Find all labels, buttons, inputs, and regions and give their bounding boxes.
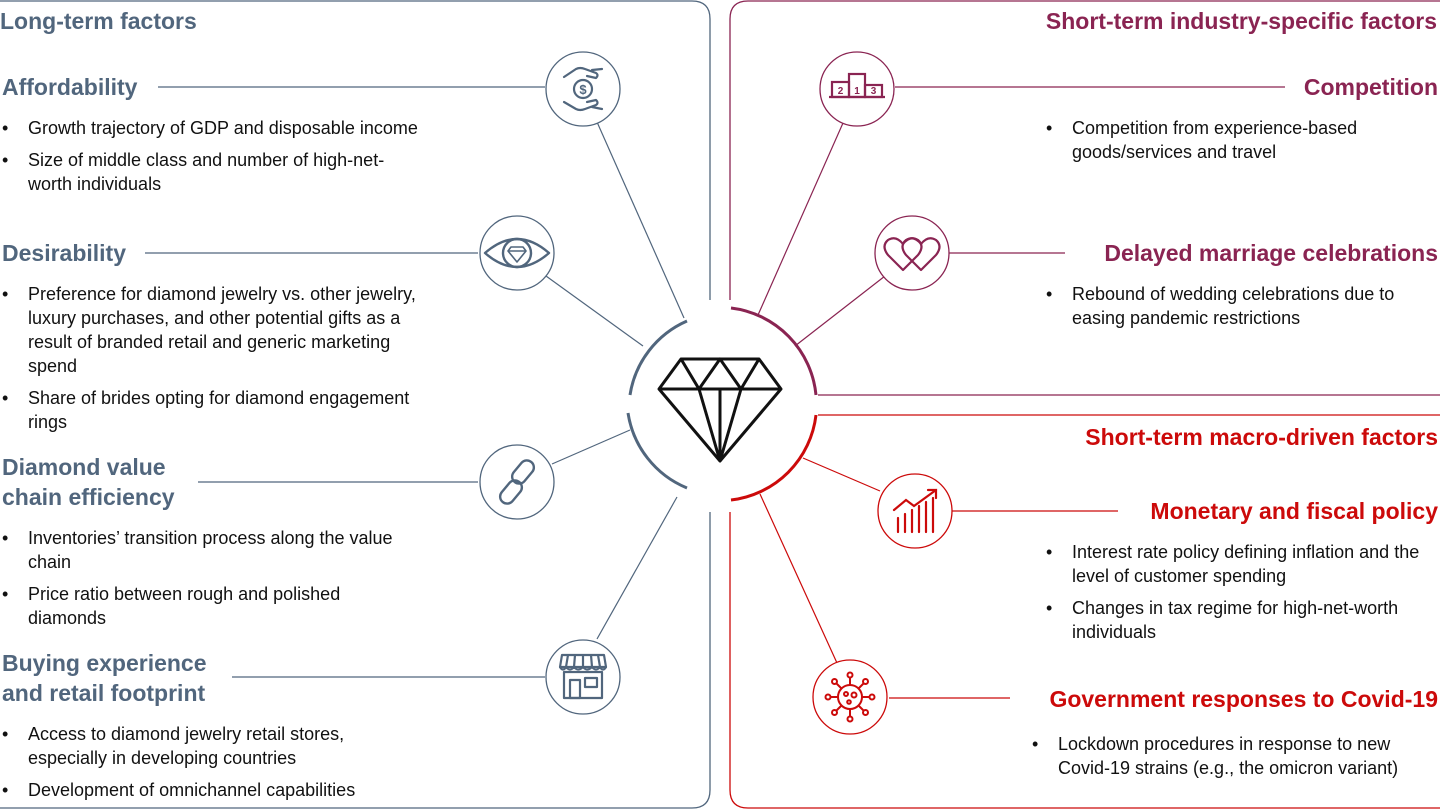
list-item: Interest rate policy defining inflation … <box>1044 540 1440 588</box>
value-chain-bullets: Inventories’ transition process along th… <box>0 526 400 638</box>
competition-heading: Competition <box>1303 74 1438 100</box>
affordability-bullets: Growth trajectory of GDP and disposable … <box>0 116 420 204</box>
value-chain-heading: Diamond value chain efficiency <box>2 454 175 510</box>
eye-diamond-icon <box>479 215 555 291</box>
chain-link-icon <box>479 444 555 520</box>
covid-response-heading: Government responses to Covid-19 <box>1049 686 1438 712</box>
short-industry-title: Short-term industry-specific factors <box>1045 8 1437 34</box>
monetary-policy-bullets: Interest rate policy defining inflation … <box>1044 540 1440 652</box>
list-item: Share of brides opting for diamond engag… <box>0 386 440 434</box>
hub-arc-left <box>628 319 688 396</box>
short-industry-panel-border <box>729 0 1440 396</box>
short-macro-panel-border <box>729 414 1440 809</box>
buying-experience-heading: Buying experience and retail footprint <box>2 650 207 706</box>
hub-arc-right-top <box>730 306 818 396</box>
list-item: Price ratio between rough and polished d… <box>0 582 400 630</box>
list-item: Size of middle class and number of high-… <box>0 148 420 196</box>
virus-icon <box>812 659 888 735</box>
hub-arc-right-bottom <box>730 414 818 502</box>
monetary-policy-heading: Monetary and fiscal policy <box>1150 498 1438 524</box>
hand-coin-icon: $ <box>545 51 621 127</box>
affordability-heading: Affordability <box>2 74 138 100</box>
diamond-icon <box>657 357 783 463</box>
list-item: Preference for diamond jewelry vs. other… <box>0 282 440 378</box>
long-term-title: Long-term factors <box>0 8 197 34</box>
covid-response-bullets: Lockdown procedures in response to new C… <box>1030 732 1420 788</box>
list-item: Access to diamond jewelry retail stores,… <box>0 722 400 770</box>
list-item: Rebound of wedding celebrations due to e… <box>1044 282 1424 330</box>
podium-label-second: 2 <box>838 86 844 97</box>
podium-label-third: 3 <box>871 86 877 97</box>
delayed-marriage-bullets: Rebound of wedding celebrations due to e… <box>1044 282 1424 338</box>
list-item: Development of omnichannel capabilities <box>0 778 400 802</box>
podium-label-first: 1 <box>854 86 860 97</box>
two-hearts-icon <box>874 215 950 291</box>
podium-icon: 2 1 3 <box>819 51 895 127</box>
desirability-bullets: Preference for diamond jewelry vs. other… <box>0 282 440 442</box>
short-macro-title: Short-term macro-driven factors <box>1085 424 1438 450</box>
storefront-icon <box>545 639 621 715</box>
growth-chart-icon <box>877 473 953 549</box>
list-item: Changes in tax regime for high-net-worth… <box>1044 596 1440 644</box>
desirability-heading: Desirability <box>2 240 126 266</box>
svg-text:$: $ <box>579 82 587 97</box>
competition-bullets: Competition from experience-based goods/… <box>1044 116 1424 172</box>
list-item: Inventories’ transition process along th… <box>0 526 400 574</box>
list-item: Lockdown procedures in response to new C… <box>1030 732 1420 780</box>
delayed-marriage-heading: Delayed marriage celebrations <box>1104 240 1438 266</box>
list-item: Growth trajectory of GDP and disposable … <box>0 116 420 140</box>
buying-experience-bullets: Access to diamond jewelry retail stores,… <box>0 722 400 810</box>
long-term-panel-border <box>0 0 711 809</box>
hub-arc-left-lower <box>626 412 688 490</box>
list-item: Competition from experience-based goods/… <box>1044 116 1424 164</box>
